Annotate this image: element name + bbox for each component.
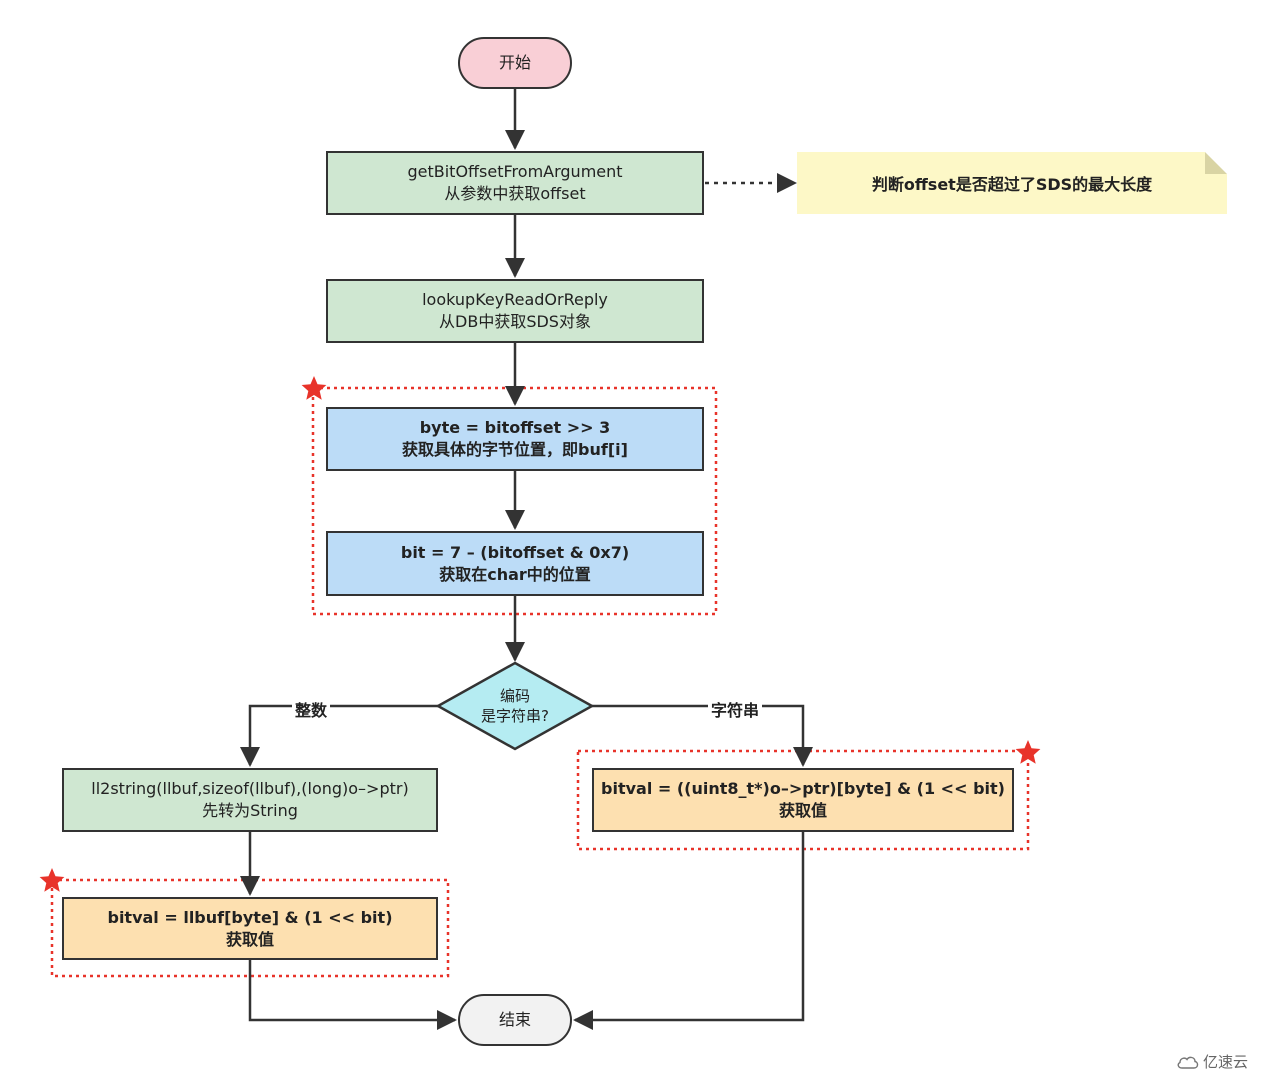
connector-decision-right	[592, 704, 813, 767]
byte-calc-line2: 获取具体的字节位置，即buf[i]	[402, 440, 628, 459]
bit-calc-node: bit = 7 – (bitoffset & 0x7) 获取在char中的位置	[326, 531, 704, 596]
decision-line1: 编码	[499, 687, 530, 705]
watermark-text: 亿速云	[1202, 1053, 1248, 1071]
note-fold	[1205, 152, 1227, 174]
byte-calc-node: byte = bitoffset >> 3 获取具体的字节位置，即buf[i]	[326, 407, 704, 471]
note-offset-check: 判断offset是否超过了SDS的最大长度	[797, 152, 1227, 214]
star-icon	[39, 868, 65, 892]
cloud-logo-icon	[1177, 1056, 1199, 1069]
decision-diamond	[435, 661, 595, 751]
connector-int-to-end	[248, 960, 457, 1030]
get-offset-line2: 从参数中获取offset	[444, 184, 586, 203]
lookup-line2: 从DB中获取SDS对象	[439, 312, 591, 331]
ll2string-node: ll2string(llbuf,sizeof(llbuf),(long)o–>p…	[62, 768, 438, 832]
bit-calc-line1: bit = 7 – (bitoffset & 0x7)	[400, 542, 630, 562]
bitval-string-node: bitval = ((uint8_t*)o–>ptr)[byte] & (1 <…	[592, 768, 1014, 832]
start-label: 开始	[498, 53, 531, 72]
note-text: 判断offset是否超过了SDS的最大长度	[871, 175, 1153, 194]
end-label: 结束	[498, 1010, 531, 1029]
start-node: 开始	[458, 37, 572, 89]
bit-calc-line2: 获取在char中的位置	[439, 564, 591, 584]
branch-label-integer: 整数	[292, 697, 331, 721]
lookup-line1: lookupKeyReadOrReply	[422, 290, 608, 309]
star-icon	[301, 376, 327, 400]
ll2string-line1: ll2string(llbuf,sizeof(llbuf),(long)o–>p…	[91, 779, 409, 798]
get-offset-node: getBitOffsetFromArgument 从参数中获取offset	[326, 151, 704, 215]
decision-label: 编码 是字符串?	[465, 686, 565, 726]
bitval-int-line2: 获取值	[225, 929, 274, 949]
star-icon	[1015, 740, 1041, 764]
branch-label-string: 字符串	[708, 697, 763, 721]
connector-string-to-end	[573, 832, 805, 1030]
connector-decision-left	[240, 704, 438, 767]
decision-line2: 是字符串?	[481, 707, 549, 725]
bitval-string-line2: 获取值	[778, 801, 827, 820]
bitval-int-node: bitval = llbuf[byte] & (1 << bit) 获取值	[62, 897, 438, 960]
bitval-string-line1: bitval = ((uint8_t*)o–>ptr)[byte] & (1 <…	[601, 779, 1005, 798]
end-node: 结束	[458, 994, 572, 1046]
lookup-node: lookupKeyReadOrReply 从DB中获取SDS对象	[326, 279, 704, 343]
get-offset-line1: getBitOffsetFromArgument	[407, 162, 623, 181]
ll2string-line2: 先转为String	[202, 801, 298, 820]
byte-calc-line1: byte = bitoffset >> 3	[419, 418, 611, 437]
bitval-int-line1: bitval = llbuf[byte] & (1 << bit)	[107, 907, 393, 927]
watermark: 亿速云	[1177, 1051, 1248, 1072]
